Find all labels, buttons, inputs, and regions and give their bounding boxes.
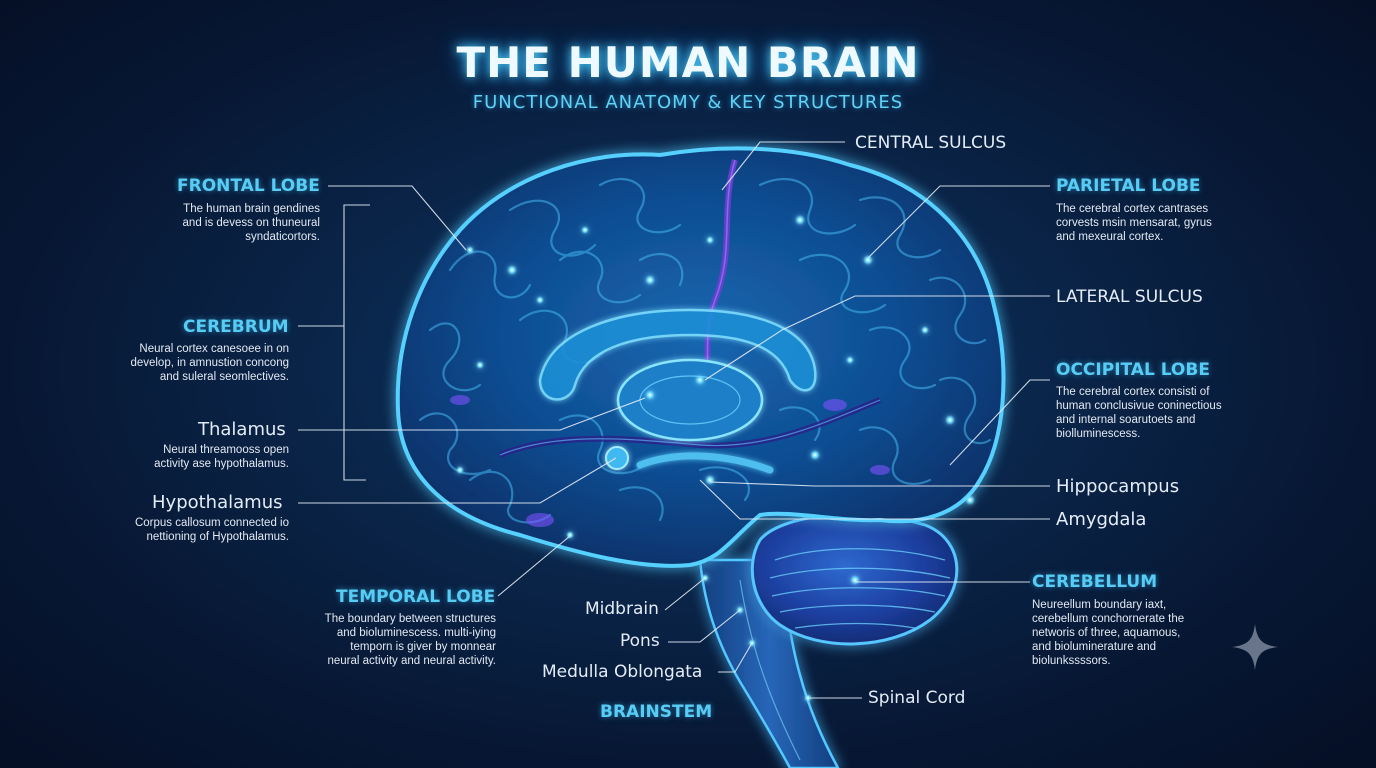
thalamus-heading: Thalamus bbox=[198, 419, 286, 440]
desc-line: and is devess on thuneural bbox=[182, 217, 320, 229]
desc-line: and bioluminerature and bbox=[1032, 641, 1157, 653]
desc-line: networis of three, aquamous, bbox=[1032, 627, 1181, 639]
cerebellum-heading: CEREBELLUM bbox=[1032, 572, 1158, 592]
hypothalamus-description: Corpus callosum connected io nettioning … bbox=[135, 516, 289, 544]
page-subtitle: FUNCTIONAL ANATOMY & KEY STRUCTURES bbox=[472, 92, 904, 113]
sparkle-icon bbox=[1232, 624, 1278, 670]
medulla-oblongata-label: Medulla Oblongata bbox=[542, 662, 703, 682]
amygdala-label: Amygdala bbox=[1056, 509, 1147, 530]
desc-line: cerebellum conchornerate the bbox=[1032, 613, 1185, 625]
midbrain-label: Midbrain bbox=[585, 599, 659, 619]
desc-line: and bioluminescess. multi-iying bbox=[336, 627, 496, 639]
desc-line: and mexeural cortex. bbox=[1056, 231, 1164, 243]
lateral-sulcus-label: LATERAL SULCUS bbox=[1056, 287, 1203, 307]
pons-label: Pons bbox=[620, 631, 660, 651]
desc-line: nettioning of Hypothalamus. bbox=[146, 531, 289, 543]
occipital-lobe-description: The cerebral cortex consisti of human co… bbox=[1056, 385, 1222, 441]
desc-line: Neural threamooss open bbox=[163, 444, 289, 456]
central-sulcus-label: CENTRAL SULCUS bbox=[855, 133, 1007, 153]
desc-line: human conclusivue coninectious bbox=[1056, 400, 1222, 412]
temporal-lobe-description: The boundary between structures and biol… bbox=[325, 612, 496, 668]
frontal-lobe-description: The human brain gendines and is devess o… bbox=[183, 202, 320, 244]
cerebrum-description: Neural cortex canesoee in on develop, in… bbox=[130, 342, 289, 384]
desc-line: Corpus callosum connected io bbox=[134, 517, 289, 529]
desc-line: biolluminescess. bbox=[1056, 428, 1141, 440]
desc-line: and suleral seomlectives. bbox=[159, 371, 289, 383]
parietal-lobe-description: The cerebral cortex cantrases corvests m… bbox=[1056, 202, 1212, 244]
frontal-lobe-heading: FRONTAL LOBE bbox=[177, 176, 320, 196]
desc-line: syndaticortors. bbox=[245, 231, 320, 243]
desc-line: develop, in amnustion concong bbox=[130, 357, 289, 369]
desc-line: temporn is giver by monnear bbox=[350, 641, 496, 653]
parietal-lobe-heading: PARIETAL LOBE bbox=[1056, 176, 1201, 196]
cerebrum-heading: CEREBRUM bbox=[183, 317, 289, 337]
desc-line: The boundary between structures bbox=[324, 613, 496, 625]
desc-line: The cerebral cortex consisti of bbox=[1056, 386, 1210, 398]
desc-line: The human brain gendines bbox=[183, 203, 320, 215]
desc-line: Neural cortex canesoee in on bbox=[139, 343, 289, 355]
desc-line: activity ase hypothalamus. bbox=[154, 458, 289, 470]
spinal-cord-label: Spinal Cord bbox=[868, 688, 966, 708]
desc-line: neural activity and neural activity. bbox=[327, 655, 496, 667]
thalamus-description: Neural threamooss open activity ase hypo… bbox=[154, 443, 289, 471]
desc-line: corvests msin mensarat, gyrus bbox=[1056, 217, 1212, 229]
desc-line: The cerebral cortex cantrases bbox=[1056, 203, 1209, 215]
page-title: THE HUMAN BRAIN bbox=[456, 38, 920, 87]
brainstem-heading: BRAINSTEM bbox=[600, 702, 713, 722]
desc-line: and internal soarutoets and bbox=[1056, 414, 1196, 426]
hippocampus-label: Hippocampus bbox=[1056, 476, 1180, 497]
desc-line: biolunkssssors. bbox=[1032, 655, 1111, 667]
cerebellum-description: Neureellum boundary iaxt, cerebellum con… bbox=[1032, 598, 1184, 668]
hypothalamus-heading: Hypothalamus bbox=[152, 492, 283, 513]
temporal-lobe-heading: TEMPORAL LOBE bbox=[336, 587, 496, 607]
desc-line: Neureellum boundary iaxt, bbox=[1032, 599, 1167, 611]
occipital-lobe-heading: OCCIPITAL LOBE bbox=[1056, 360, 1210, 380]
